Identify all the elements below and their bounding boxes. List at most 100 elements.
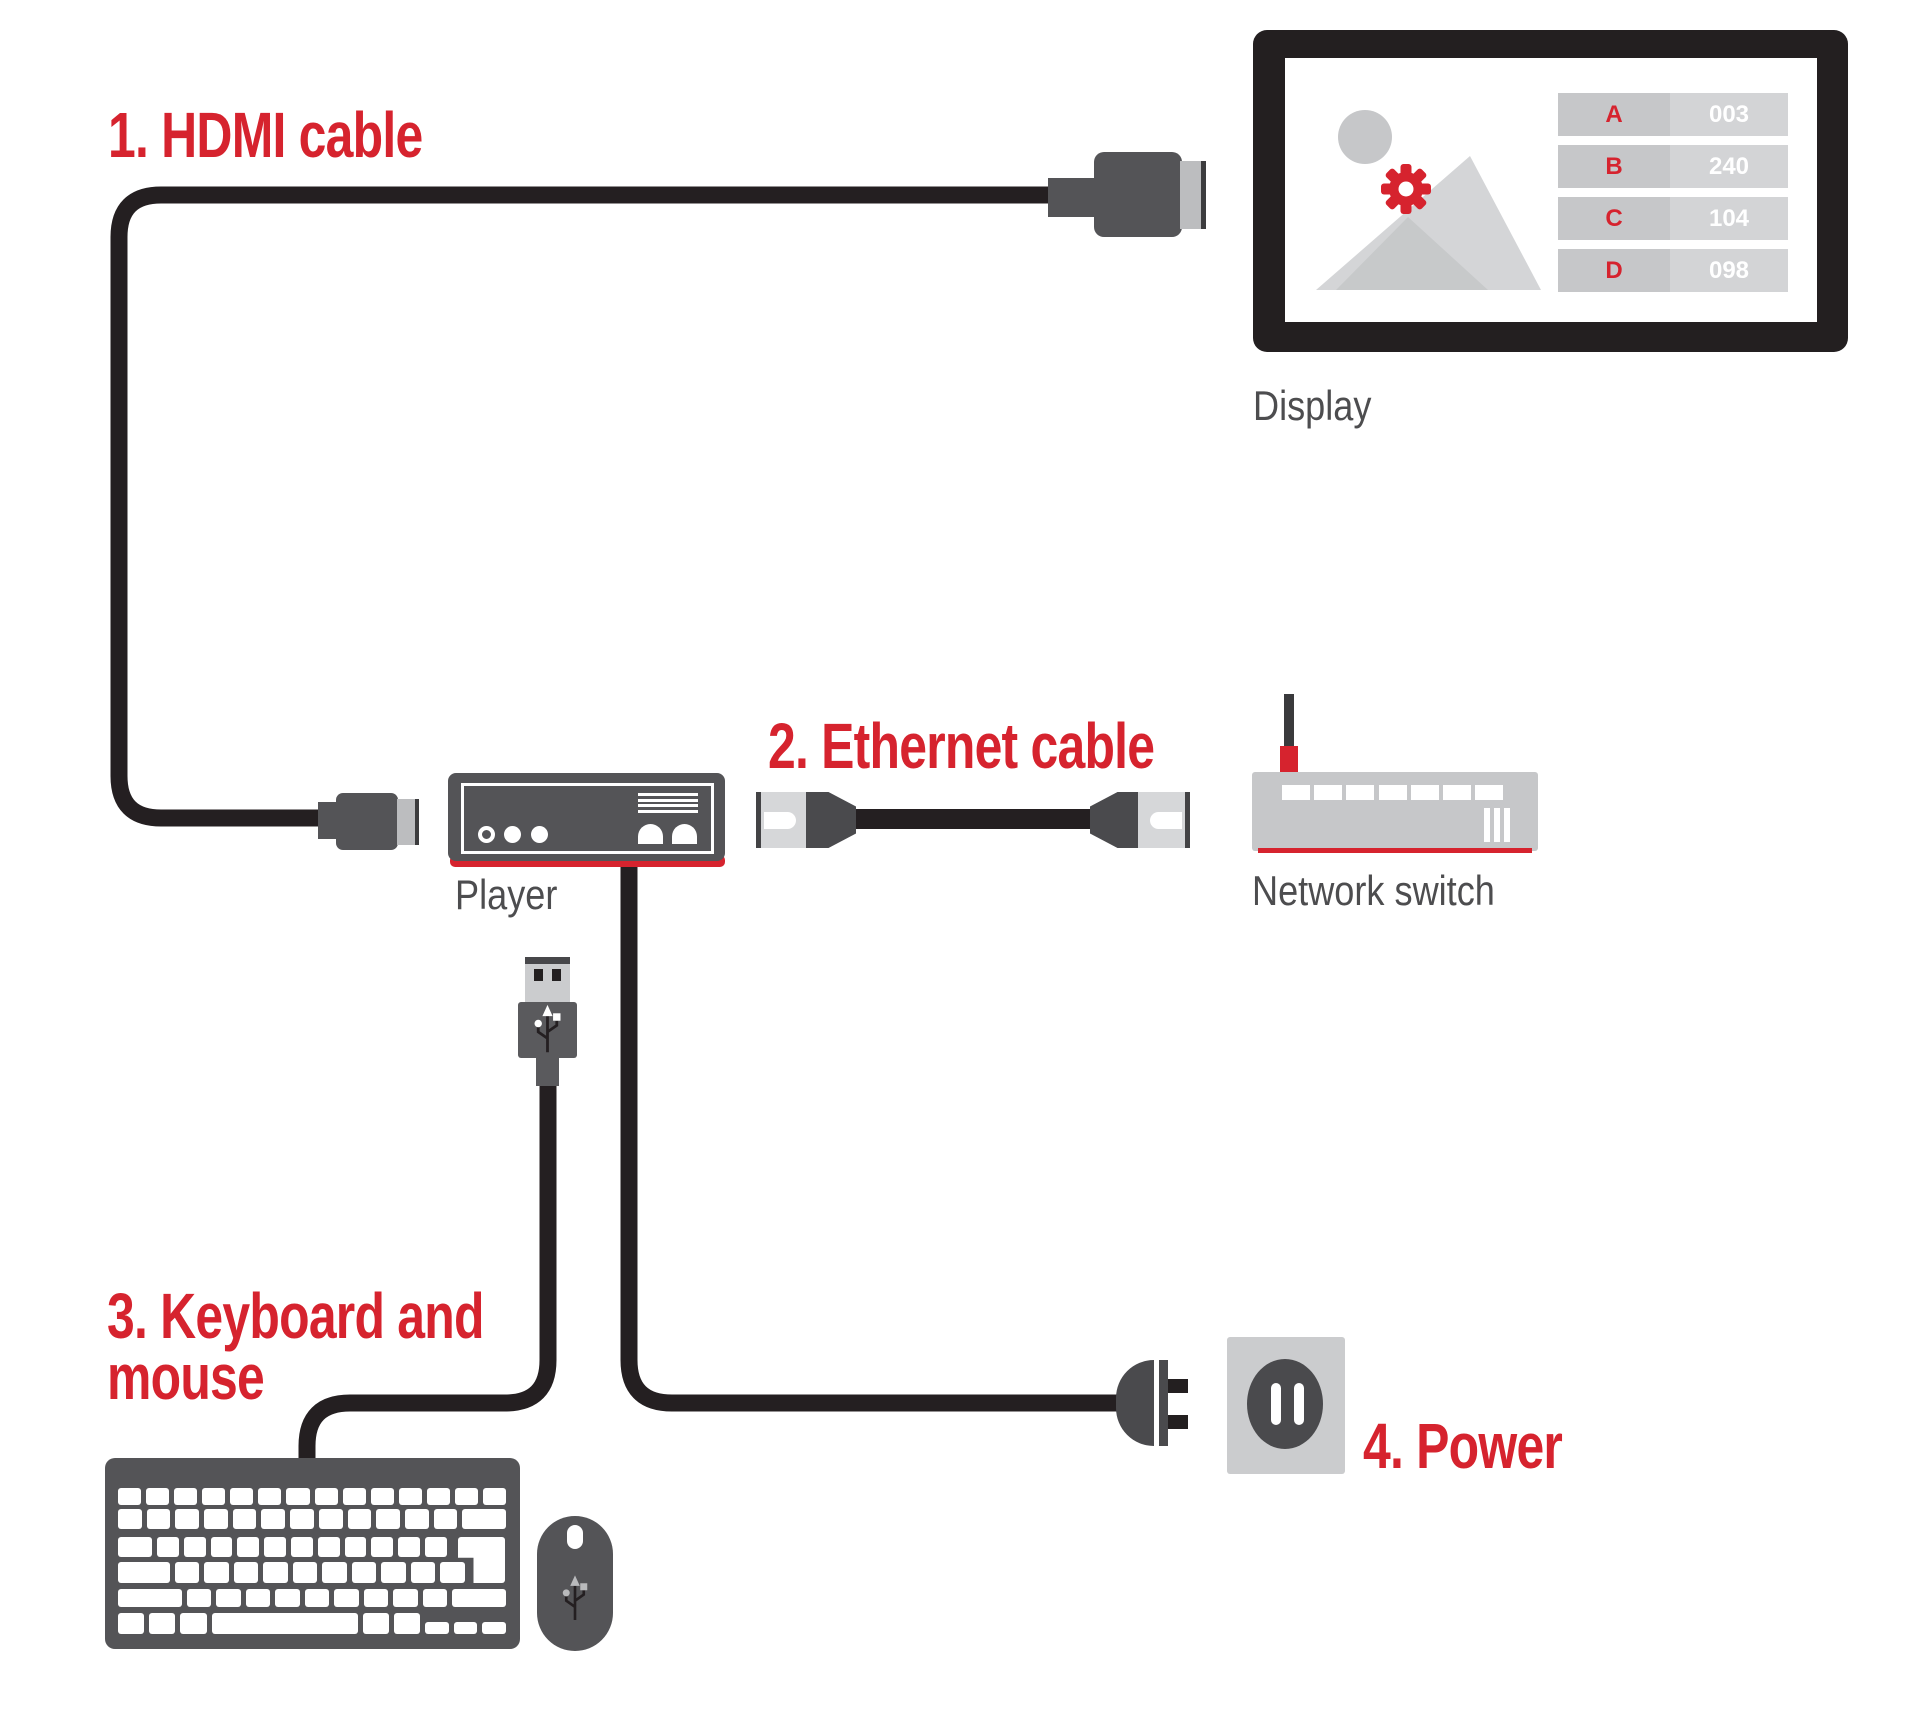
keyboard-key bbox=[292, 1562, 318, 1583]
table-row-key: D bbox=[1558, 249, 1670, 292]
sun-icon bbox=[1338, 110, 1392, 164]
ethernet-port bbox=[1443, 785, 1471, 800]
usb-connector-tip bbox=[525, 957, 570, 1002]
ethernet-port bbox=[1475, 785, 1504, 800]
keyboard-key bbox=[216, 1589, 241, 1607]
keyboard-key bbox=[290, 1537, 313, 1557]
keyboard-key bbox=[245, 1589, 271, 1607]
player-vent-line bbox=[638, 798, 698, 802]
player-button-icon bbox=[504, 826, 521, 843]
usb-trident-icon bbox=[561, 1574, 589, 1624]
keyboard-key bbox=[156, 1537, 179, 1557]
network-switch-label: Network switch bbox=[1252, 867, 1495, 914]
keyboard-key bbox=[286, 1488, 310, 1505]
keyboard-key bbox=[462, 1509, 507, 1529]
keyboard-key bbox=[263, 1562, 288, 1583]
keyboard-key bbox=[376, 1509, 400, 1529]
keyboard-spacer bbox=[470, 1562, 506, 1583]
keyboard-key bbox=[275, 1589, 300, 1607]
switch-vent-bar bbox=[1504, 808, 1510, 842]
player-button-ring-icon bbox=[478, 826, 495, 843]
usb-pin bbox=[552, 969, 561, 981]
keyboard-key bbox=[232, 1509, 257, 1529]
player-port-icon bbox=[672, 824, 697, 844]
usb-trident-icon bbox=[532, 1004, 563, 1056]
display-data-table: A 003 B 240 C 104 D 098 bbox=[1558, 93, 1788, 301]
keyboard-key bbox=[180, 1613, 207, 1634]
keyboard-key bbox=[452, 1589, 507, 1607]
antenna-base bbox=[1280, 746, 1298, 774]
hdmi-connector-boot bbox=[318, 802, 338, 839]
table-row-key: A bbox=[1558, 93, 1670, 136]
rj45-plug-slot bbox=[764, 812, 796, 829]
keyboard-key bbox=[370, 1488, 394, 1505]
keyboard-key bbox=[363, 1589, 389, 1607]
power-outlet-socket bbox=[1247, 1359, 1323, 1449]
keyboard-key bbox=[174, 1488, 198, 1505]
keyboard-key bbox=[317, 1537, 340, 1557]
table-row-value: 240 bbox=[1670, 145, 1788, 188]
keyboard-key bbox=[210, 1537, 233, 1557]
player-device bbox=[448, 773, 725, 861]
keyboard-key bbox=[393, 1589, 418, 1607]
table-row-value: 104 bbox=[1670, 197, 1788, 240]
hdmi-connector-tip bbox=[397, 799, 419, 845]
keyboard-key bbox=[394, 1613, 421, 1634]
keyboard-row bbox=[118, 1509, 507, 1529]
keyboard-key bbox=[146, 1509, 171, 1529]
keyboard-key bbox=[440, 1562, 466, 1583]
keyboard-key bbox=[398, 1537, 421, 1557]
keyboard-key bbox=[454, 1488, 479, 1505]
keyboard-key bbox=[186, 1589, 212, 1607]
keyboard-spacer bbox=[452, 1537, 506, 1557]
player-button-icon bbox=[531, 826, 548, 843]
keyboard-key bbox=[398, 1488, 422, 1505]
keyboard-key bbox=[118, 1613, 145, 1634]
keyboard-key bbox=[174, 1562, 200, 1583]
keyboard-key bbox=[264, 1537, 286, 1557]
display-label: Display bbox=[1253, 382, 1372, 429]
player-port-icon bbox=[638, 824, 663, 844]
network-switch-red-base bbox=[1258, 848, 1532, 853]
keyboard-row bbox=[118, 1488, 507, 1505]
keyboard-key bbox=[426, 1488, 450, 1505]
player-vent-line bbox=[638, 804, 698, 807]
keyboard-key bbox=[318, 1509, 343, 1529]
keyboard-key bbox=[118, 1509, 142, 1529]
gear-icon bbox=[1381, 164, 1431, 214]
keyboard-key bbox=[261, 1509, 286, 1529]
player-faceplate bbox=[461, 783, 714, 854]
keyboard-key bbox=[347, 1509, 372, 1529]
rj45-plug-slot bbox=[1150, 812, 1182, 829]
keyboard-key bbox=[204, 1562, 229, 1583]
keyboard-key bbox=[483, 1488, 507, 1505]
hdmi-cable bbox=[110, 186, 1092, 827]
ethernet-port bbox=[1378, 785, 1407, 800]
hdmi-connector-boot bbox=[1048, 178, 1096, 217]
keyboard bbox=[105, 1458, 520, 1649]
usb-connector-neck bbox=[536, 1058, 559, 1086]
keyboard-key bbox=[322, 1562, 347, 1583]
keyboard-key bbox=[237, 1537, 260, 1557]
keyboard-key bbox=[290, 1509, 314, 1529]
player-vent-line bbox=[638, 793, 698, 796]
usb-pin bbox=[534, 969, 543, 981]
ethernet-port bbox=[1346, 785, 1375, 800]
keyboard-key bbox=[146, 1488, 170, 1505]
usb-cable bbox=[298, 1084, 557, 1462]
keyboard-key bbox=[410, 1562, 436, 1583]
hdmi-connector-player-side bbox=[336, 793, 398, 850]
keyboard-key bbox=[258, 1488, 282, 1505]
table-row: C 104 bbox=[1558, 197, 1788, 240]
switch-vent-bar bbox=[1484, 808, 1490, 842]
outlet-slot bbox=[1271, 1383, 1281, 1425]
keyboard-key bbox=[371, 1537, 394, 1557]
player-label: Player bbox=[455, 871, 558, 918]
keyboard-key bbox=[381, 1562, 406, 1583]
keyboard-key bbox=[344, 1537, 367, 1557]
ethernet-port bbox=[1410, 785, 1439, 800]
keyboard-key bbox=[175, 1509, 200, 1529]
keyboard-arrow-key bbox=[453, 1622, 478, 1634]
